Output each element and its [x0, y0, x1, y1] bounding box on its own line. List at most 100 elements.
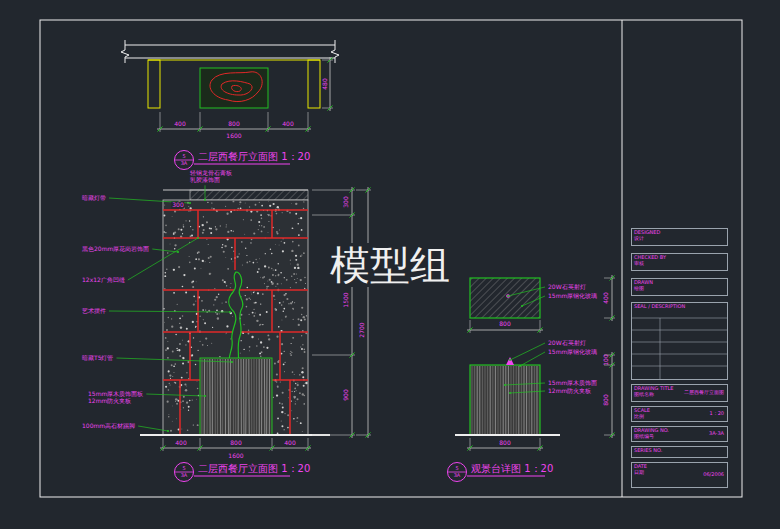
- granite-speckle: [300, 422, 302, 424]
- cell-value: 06/2006: [703, 472, 724, 478]
- granite-speckle: [178, 228, 180, 230]
- granite-speckle: [174, 363, 176, 365]
- granite-speckle: [301, 348, 303, 350]
- leader-line: [138, 426, 168, 431]
- granite-speckle: [244, 202, 246, 204]
- granite-speckle: [258, 258, 260, 260]
- leader-line: [205, 185, 206, 200]
- material-note: 艺术摆件: [82, 308, 106, 315]
- granite-speckle: [232, 261, 234, 263]
- granite-speckle: [298, 324, 300, 326]
- granite-speckle: [163, 214, 165, 216]
- granite-speckle: [275, 309, 277, 311]
- leader-line: [128, 238, 198, 280]
- granite-speckle: [226, 224, 227, 225]
- wood-grain: [511, 366, 512, 434]
- wood-grain: [531, 366, 532, 434]
- granite-speckle: [210, 228, 212, 230]
- granite-speckle: [207, 202, 208, 203]
- granite-speckle: [286, 298, 288, 300]
- granite-speckle: [292, 241, 294, 243]
- granite-speckle: [163, 321, 165, 323]
- stone-joint: [197, 290, 199, 332]
- granite-speckle: [191, 354, 193, 356]
- granite-speckle: [173, 365, 175, 367]
- granite-speckle: [202, 309, 204, 311]
- leader-line: [510, 391, 545, 393]
- granite-speckle: [167, 401, 169, 403]
- granite-speckle: [247, 287, 249, 289]
- granite-speckle: [188, 406, 190, 408]
- granite-speckle: [268, 286, 269, 287]
- granite-speckle: [285, 316, 287, 318]
- granite-speckle: [303, 208, 304, 209]
- wood-grain: [245, 359, 246, 434]
- granite-speckle: [231, 315, 233, 317]
- granite-speckle: [294, 391, 295, 392]
- material-note: 12mm防火夹板: [88, 398, 131, 405]
- granite-speckle: [262, 324, 263, 325]
- granite-speckle: [226, 226, 227, 227]
- granite-speckle: [249, 206, 250, 207]
- granite-speckle: [216, 313, 218, 315]
- title-cell: SCALE比例1：20: [631, 406, 728, 422]
- extension-line: [604, 318, 615, 319]
- granite-speckle: [256, 320, 258, 322]
- granite-speckle: [189, 220, 190, 221]
- granite-speckle: [186, 372, 187, 373]
- dimension: 400: [282, 121, 293, 128]
- wood-grain: [204, 359, 205, 434]
- granite-speckle: [195, 327, 196, 328]
- granite-speckle: [284, 242, 286, 244]
- granite-speckle: [250, 219, 252, 221]
- granite-speckle: [174, 248, 176, 250]
- granite-speckle: [207, 344, 209, 346]
- granite-speckle: [279, 381, 281, 383]
- dim-tick: [158, 127, 163, 132]
- granite-speckle: [165, 232, 166, 233]
- granite-speckle: [283, 363, 285, 365]
- granite-speckle: [259, 352, 261, 354]
- sculpture: [229, 272, 243, 368]
- granite-speckle: [176, 399, 177, 400]
- granite-speckle: [281, 241, 282, 242]
- leader-dot: [189, 202, 191, 204]
- extension-line: [312, 435, 355, 436]
- granite-speckle: [241, 241, 242, 242]
- granite-speckle: [281, 343, 283, 345]
- extension-line: [322, 108, 333, 109]
- dimension: 300: [343, 196, 350, 207]
- granite-speckle: [301, 371, 303, 373]
- title-cell: SEAL / DESCRIPTION: [631, 302, 728, 380]
- dim-line: [160, 448, 311, 449]
- dim-tick: [161, 446, 166, 451]
- granite-speckle: [290, 351, 291, 352]
- granite-speckle: [253, 315, 255, 317]
- granite-speckle: [276, 336, 278, 338]
- extension-line: [604, 278, 615, 279]
- granite-speckle: [271, 253, 272, 254]
- granite-speckle: [226, 285, 227, 286]
- granite-speckle: [239, 352, 241, 354]
- granite-speckle: [258, 268, 260, 270]
- granite-speckle: [172, 351, 174, 353]
- dimension: 900: [343, 389, 350, 400]
- extension-line: [604, 435, 615, 436]
- material-note: 暗藏灯带: [82, 195, 106, 202]
- granite-speckle: [279, 402, 281, 404]
- dimension: 1600: [226, 133, 241, 140]
- granite-speckle: [285, 316, 286, 317]
- granite-speckle: [274, 244, 276, 246]
- granite-speckle: [292, 228, 293, 229]
- granite-speckle: [249, 350, 250, 351]
- granite-speckle: [168, 370, 170, 372]
- granite-speckle: [261, 351, 263, 353]
- dimension: 400: [284, 440, 295, 447]
- granite-speckle: [276, 381, 277, 382]
- granite-speckle: [188, 378, 189, 379]
- dim-tick: [610, 353, 615, 358]
- leader-dot: [177, 251, 179, 253]
- table-rule: [631, 318, 728, 319]
- sheet-frame: [40, 20, 742, 497]
- granite-speckle: [254, 291, 255, 292]
